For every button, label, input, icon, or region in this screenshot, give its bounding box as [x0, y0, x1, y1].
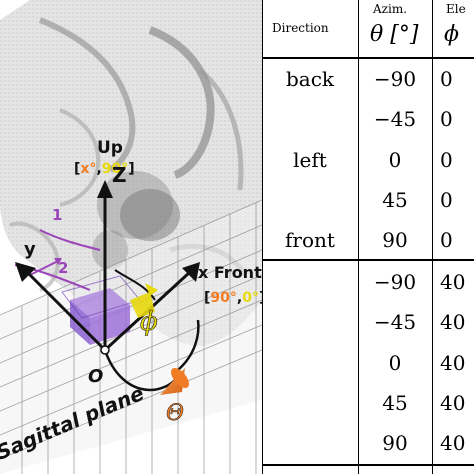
header-azim: Azim.	[373, 2, 408, 16]
header-elev-symbol: ϕ	[444, 22, 459, 47]
origin-dot	[100, 345, 110, 355]
row-azimuth: −45	[373, 107, 417, 131]
header-elev: Ele	[446, 2, 466, 16]
row-elevation: 40	[440, 351, 466, 375]
row-elevation: 40	[440, 270, 466, 294]
marker-1: 1	[52, 206, 62, 224]
row-azimuth: 45	[382, 391, 408, 415]
row-azimuth: −45	[373, 310, 417, 334]
table-col-rule-2	[432, 0, 433, 474]
phi-label: ϕ	[140, 307, 158, 337]
theta-cone	[160, 368, 189, 395]
row-elevation: 0	[440, 107, 453, 131]
row-azimuth: −90	[373, 67, 417, 91]
header-azim-symbol: θ [°]	[370, 22, 419, 47]
row-azimuth: 90	[382, 431, 408, 455]
front-coords: [90°,0°]	[204, 290, 262, 306]
row-elevation: 40	[440, 310, 466, 334]
origin-label: O	[88, 366, 103, 387]
direction-table: Direction Azim. θ [°] Ele ϕ back −90 0 −45 0…	[262, 0, 474, 474]
up-label: Up	[97, 138, 123, 158]
row-direction: front	[285, 228, 335, 252]
marker-2: 2	[58, 259, 68, 277]
row-azimuth: −90	[373, 270, 417, 294]
row-elevation: 0	[440, 148, 453, 172]
row-azimuth: 0	[388, 148, 402, 172]
row-direction: back	[285, 67, 335, 91]
table-left-rule	[262, 0, 263, 474]
row-elevation: 0	[440, 188, 453, 212]
row-azimuth: 0	[388, 351, 402, 375]
row-elevation: 40	[440, 391, 466, 415]
theta-label: Θ	[166, 401, 184, 426]
phi-marker	[130, 283, 158, 318]
row-elevation: 0	[440, 67, 453, 91]
bottom-rule	[262, 464, 474, 466]
row-direction: left	[293, 148, 327, 172]
table-col-rule-1	[358, 0, 359, 474]
row-elevation: 0	[440, 228, 453, 252]
row-elevation: 40	[440, 431, 466, 455]
header-rule	[262, 57, 474, 59]
coordinate-axes	[15, 180, 200, 392]
mid-rule	[262, 259, 474, 261]
row-azimuth: 45	[382, 188, 408, 212]
head-coordinate-diagram: 1 2	[0, 0, 262, 474]
row-azimuth: 90	[382, 228, 408, 252]
y-axis-label: y	[24, 239, 36, 260]
header-direction: Direction	[272, 21, 329, 35]
up-coords: [x°,90°]	[74, 161, 135, 177]
z-axis-label: Z	[112, 163, 127, 187]
x-front-label: x Front	[198, 263, 262, 282]
